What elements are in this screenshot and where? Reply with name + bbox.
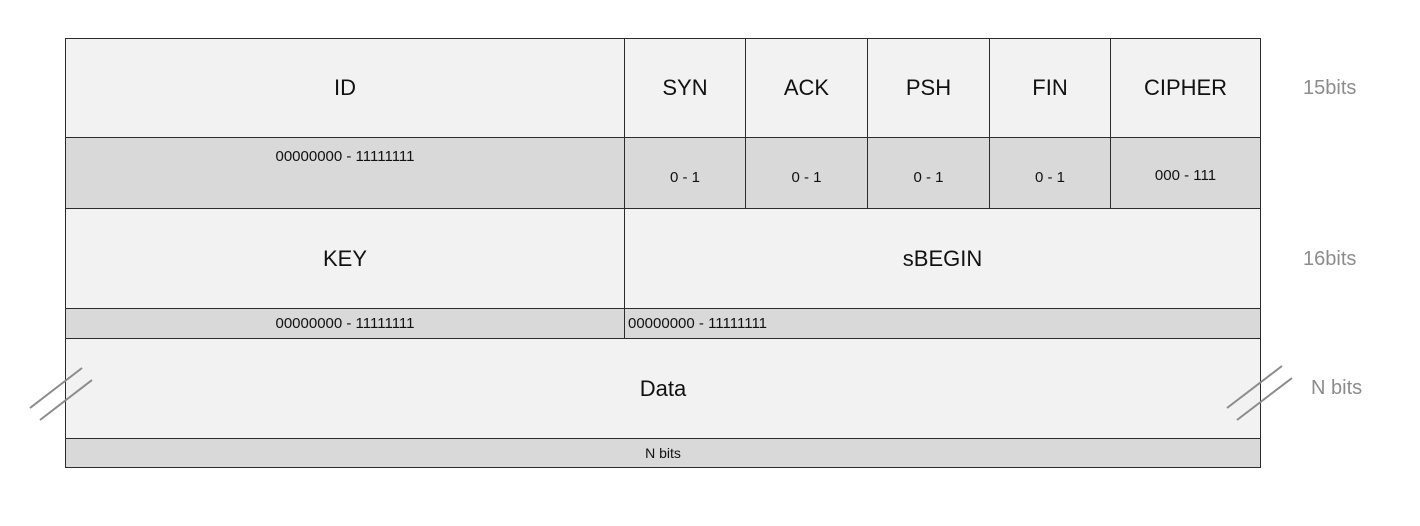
field-id: ID <box>65 38 625 138</box>
break-mark-right-2 <box>1236 377 1293 421</box>
range-data: N bits <box>65 438 1261 468</box>
size-label-row3: N bits <box>1311 377 1363 399</box>
break-mark-right-1 <box>1226 365 1283 409</box>
range-syn: 0 - 1 <box>624 137 746 209</box>
range-key: 00000000 - 11111111 <box>65 308 625 339</box>
field-cipher: CIPHER <box>1110 38 1261 138</box>
field-syn: SYN <box>624 38 746 138</box>
field-key: KEY <box>65 208 625 309</box>
break-mark-left-1 <box>29 367 83 409</box>
range-id: 00000000 - 11111111 <box>65 137 625 209</box>
field-ack: ACK <box>745 38 868 138</box>
field-data: Data <box>65 338 1261 439</box>
break-mark-left-2 <box>39 379 93 421</box>
size-label-row1: 15bits <box>1303 77 1357 99</box>
field-sbegin: sBEGIN <box>624 208 1261 309</box>
range-cipher: 000 - 111 <box>1110 137 1261 209</box>
field-fin: FIN <box>989 38 1111 138</box>
size-label-row2: 16bits <box>1303 248 1357 270</box>
range-ack: 0 - 1 <box>745 137 868 209</box>
